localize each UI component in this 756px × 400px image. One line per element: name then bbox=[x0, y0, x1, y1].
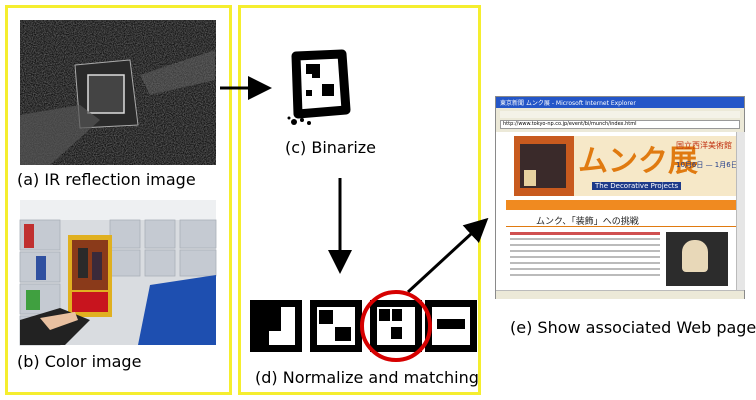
browser-scrollbar bbox=[736, 132, 745, 290]
browser-content: ムンク展 The Decorative Projects 国立西洋美術館 10月… bbox=[496, 132, 738, 290]
web-page-screenshot: 東京新聞 ムンク展 - Microsoft Internet Explorer … bbox=[495, 96, 745, 299]
browser-title-bar: 東京新聞 ムンク展 - Microsoft Internet Explorer bbox=[496, 97, 744, 108]
caption-web-page: (e) Show associated Web page bbox=[510, 318, 756, 337]
color-image bbox=[19, 200, 217, 346]
browser-status-bar bbox=[496, 290, 744, 299]
template-marker-1 bbox=[250, 300, 302, 352]
caption-binarize: (c) Binarize bbox=[285, 138, 376, 157]
left-panel bbox=[5, 5, 232, 395]
middle-panel bbox=[238, 5, 481, 395]
caption-ir-reflection: (a) IR reflection image bbox=[17, 170, 196, 189]
browser-toolbar: http://www.tokyo-np.co.jp/event/bi/munch… bbox=[496, 108, 744, 133]
ir-reflection-image bbox=[20, 20, 216, 165]
template-marker-4 bbox=[425, 300, 477, 352]
caption-color-image: (b) Color image bbox=[17, 352, 142, 371]
caption-normalize-matching: (d) Normalize and matching bbox=[255, 368, 479, 387]
template-marker-2 bbox=[310, 300, 362, 352]
template-marker-3-matched bbox=[370, 300, 422, 352]
binarized-marker-image bbox=[282, 49, 362, 132]
